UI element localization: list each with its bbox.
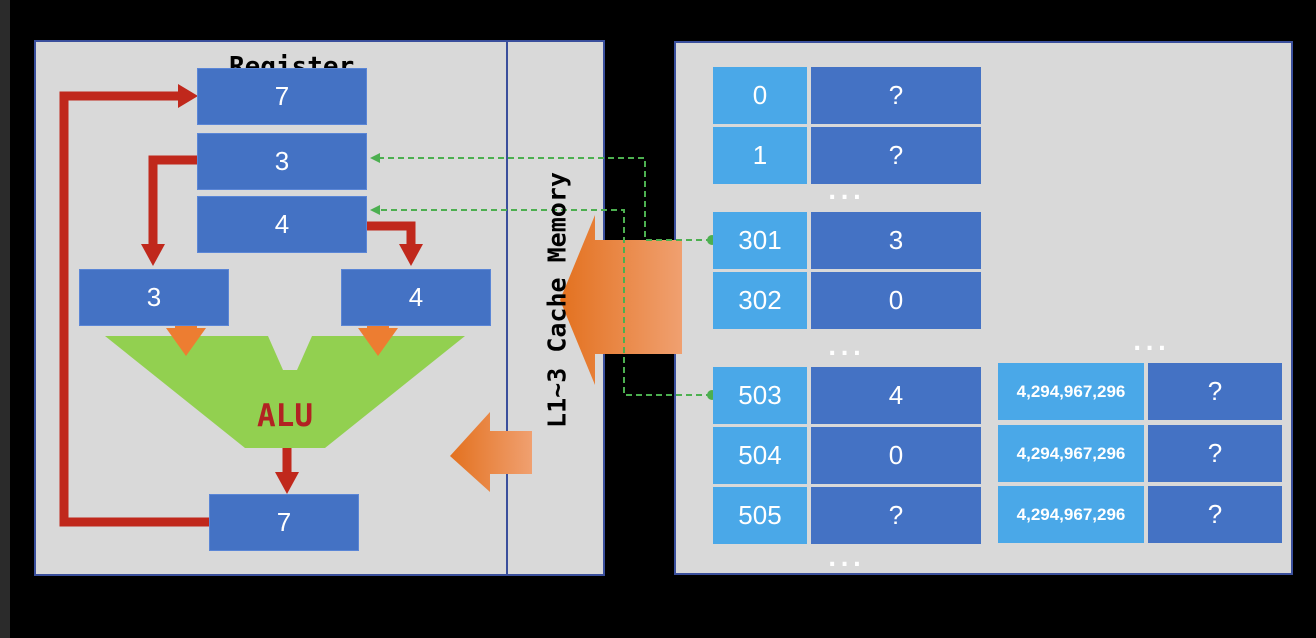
alu-output: 7: [209, 494, 359, 551]
high-address-cell: 4,294,967,296: [998, 486, 1144, 543]
reg4-to-input-arrow: [366, 221, 416, 248]
memory-address-cell: 504: [713, 427, 807, 484]
high-address-cell: 4,294,967,296: [998, 363, 1144, 420]
memory-value-cell: ?: [811, 487, 981, 544]
memory-value-cell: 0: [811, 427, 981, 484]
memory-address-cell: 505: [713, 487, 807, 544]
register-0: 7: [197, 68, 367, 125]
alu-to-output-arrow-head: [275, 472, 299, 494]
cache-label: L1~3 Cache Memory: [542, 172, 572, 428]
register-1: 3: [197, 133, 367, 190]
memory-address-cell: 1: [713, 127, 807, 184]
feedback-arrow: [59, 91, 209, 527]
ellipsis-4: ...: [828, 547, 866, 572]
ellipsis-1: ...: [828, 180, 866, 205]
memory-value-cell: 0: [811, 272, 981, 329]
dashed-link-503: [378, 209, 712, 396]
alu-input-right: 4: [341, 269, 491, 326]
memory-value-cell: ?: [811, 67, 981, 124]
reg3-to-input-arrow-head: [141, 244, 165, 266]
left-edge-strip: [0, 0, 10, 638]
memory-address-cell: 301: [713, 212, 807, 269]
reg4-to-input-arrow-head: [399, 244, 423, 266]
dashed-link-301: [378, 157, 712, 241]
cache-divider: [506, 40, 508, 576]
memory-value-cell: 4: [811, 367, 981, 424]
alu-label: ALU: [257, 398, 313, 434]
memory-value-cell: ?: [811, 127, 981, 184]
cache-to-cpu-arrow: [450, 412, 532, 492]
memory-address-cell: 302: [713, 272, 807, 329]
alu-shape: [105, 336, 465, 448]
high-value-cell: ?: [1148, 486, 1282, 543]
ellipsis-3: ...: [1133, 331, 1171, 356]
alu-input-left: 3: [79, 269, 229, 326]
reg3-to-input-arrow: [148, 155, 197, 248]
memory-address-cell: 503: [713, 367, 807, 424]
high-address-cell: 4,294,967,296: [998, 425, 1144, 482]
memory-to-cache-arrow: [560, 215, 682, 385]
memory-value-cell: 3: [811, 212, 981, 269]
high-value-cell: ?: [1148, 363, 1282, 420]
memory-address-cell: 0: [713, 67, 807, 124]
high-value-cell: ?: [1148, 425, 1282, 482]
ellipsis-2: ...: [828, 336, 866, 361]
register-2: 4: [197, 196, 367, 253]
feedback-arrow-head: [178, 84, 198, 108]
